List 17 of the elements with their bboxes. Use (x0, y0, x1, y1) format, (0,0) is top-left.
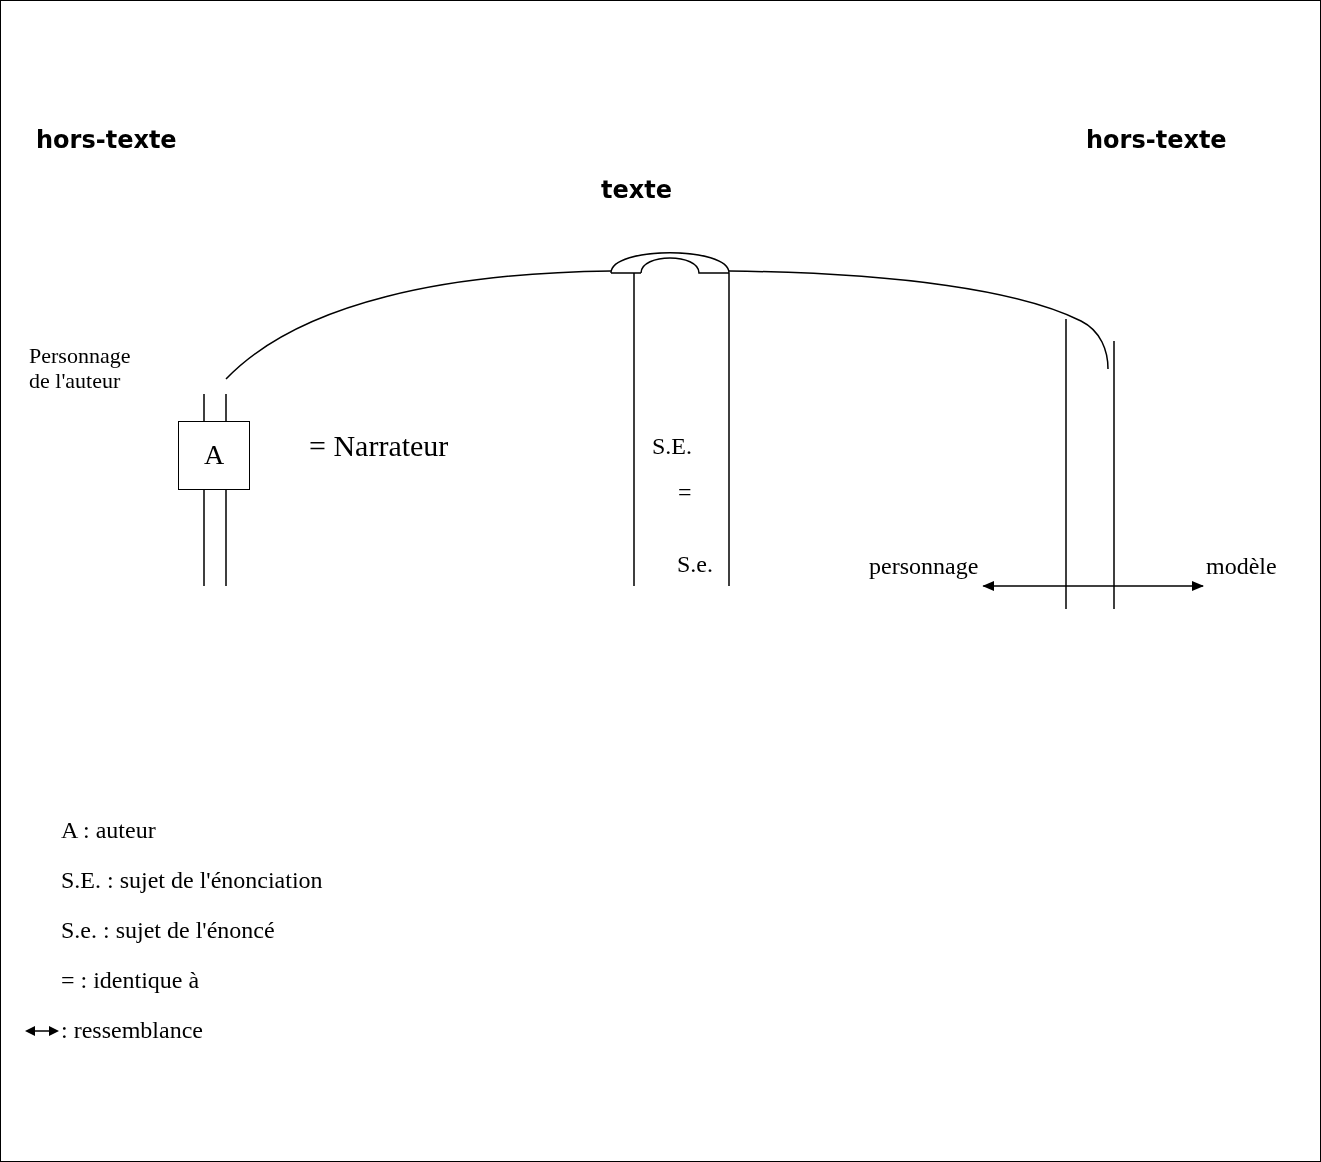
arrow (982, 581, 1204, 591)
legend-text: : ressemblance (61, 1017, 203, 1045)
region-heading: hors-texte (1086, 127, 1227, 155)
node-text: modèle (1206, 553, 1277, 581)
annotation: = Narrateur (309, 429, 449, 464)
author-box: A (178, 421, 250, 490)
region-heading: hors-texte (36, 127, 177, 155)
symbol-text: S.E. (652, 433, 692, 461)
note: S.E. : sujet de l'énonciation (61, 867, 323, 895)
symbol-text: S.e. (677, 551, 713, 579)
region-heading: texte (601, 177, 672, 205)
symbol-text: = (678, 479, 692, 507)
node-label: Personnage de l'auteur (29, 343, 132, 394)
note: A : auteur (61, 817, 156, 845)
note: S.e. : sujet de l'énoncé (61, 917, 275, 945)
note: = : identique à (61, 967, 200, 995)
node-text: personnage (869, 553, 979, 581)
